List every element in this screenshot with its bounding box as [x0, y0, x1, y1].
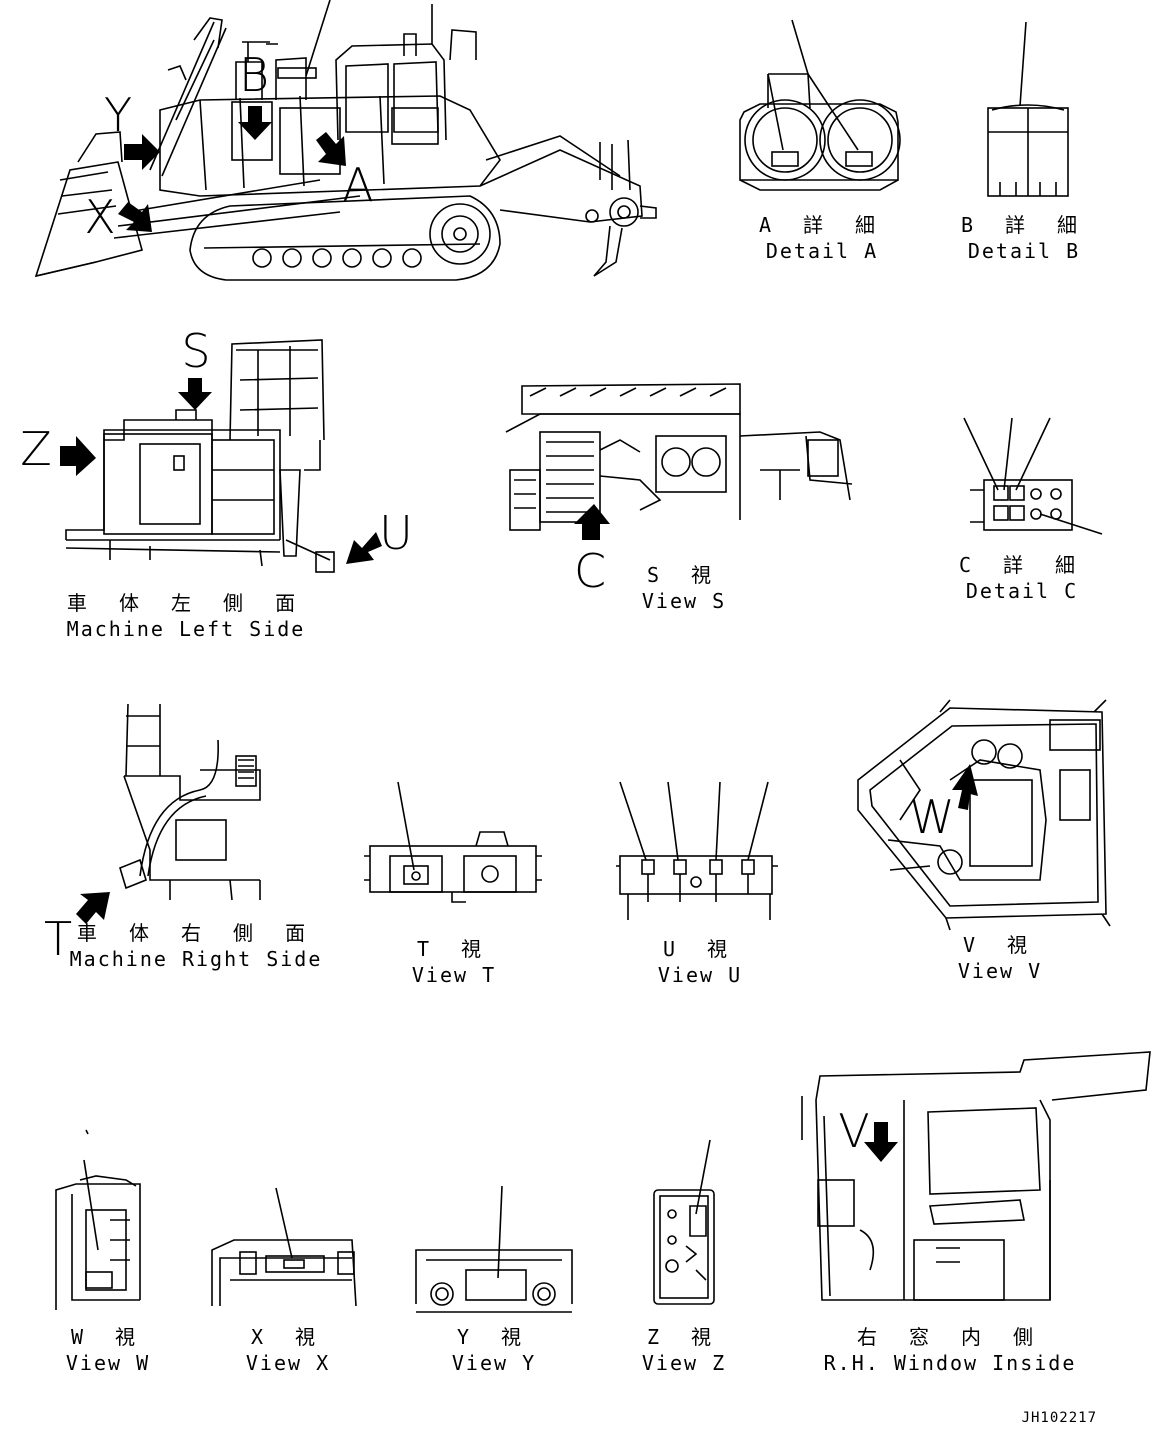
marker-x: X	[84, 190, 116, 244]
arrow-v	[864, 1122, 898, 1162]
detail-a-drawing	[739, 19, 901, 191]
marker-z: Z	[20, 422, 52, 476]
rh-window-drawing	[801, 1051, 1151, 1301]
drawing-code: JH102217	[1021, 1410, 1097, 1426]
arrow-a	[316, 132, 346, 166]
arrow-x	[118, 202, 152, 232]
view-s-drawing	[505, 383, 853, 531]
arrow-u	[346, 532, 382, 564]
view-w-drawing	[55, 1129, 141, 1310]
marker-t: T	[43, 912, 73, 966]
view-y-drawing	[415, 1185, 573, 1313]
marker-s: S	[181, 324, 211, 378]
arrow-t	[76, 892, 110, 924]
arrow-z	[60, 436, 96, 476]
marker-w: W	[909, 790, 955, 844]
arrow-c	[574, 504, 610, 540]
view-u-drawing	[616, 781, 778, 920]
detail-c-drawing	[963, 417, 1103, 535]
marker-b: B	[238, 48, 270, 102]
sprocket	[429, 203, 491, 265]
track-rollers	[252, 248, 422, 268]
marker-u: U	[379, 506, 413, 560]
marker-a: A	[342, 158, 374, 212]
right-side-drawing	[119, 703, 261, 901]
view-v-drawing	[857, 699, 1111, 931]
marker-c: C	[573, 544, 607, 598]
view-x-drawing	[211, 1187, 357, 1307]
arrow-w	[952, 764, 978, 810]
view-z-drawing	[653, 1139, 715, 1305]
detail-b-drawing	[987, 21, 1069, 197]
arrow-s	[178, 378, 212, 410]
view-t-drawing	[364, 781, 542, 903]
left-side-drawing	[65, 339, 335, 573]
arrow-y	[124, 134, 160, 170]
marker-y: Y	[103, 88, 133, 142]
bulldozer-drawing	[34, 0, 657, 281]
marker-v: V	[838, 1104, 870, 1158]
arrow-b	[238, 106, 272, 140]
